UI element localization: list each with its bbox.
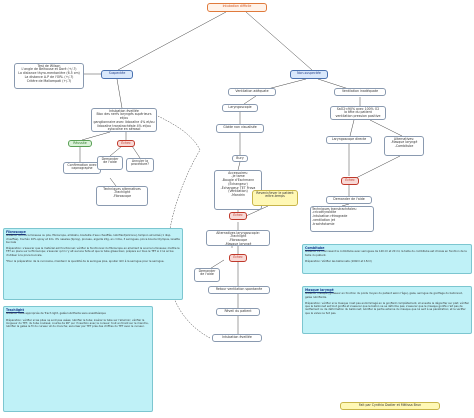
node-awake-intubation-2: Intubation éveillée [212, 334, 262, 342]
node-return-patient: Revenir/lever le patient entre-temps [252, 190, 298, 206]
note-trachlight: Trachlight Matériel: taille appropriée d… [3, 306, 153, 412]
edge-failure-cancel [131, 145, 141, 159]
note-trachlight-text: Matériel: taille appropriée de Trach lig… [6, 312, 149, 329]
node-not-suspected: Non-suspectée [290, 70, 328, 79]
edge-dashed-return-loop [149, 111, 211, 339]
node-tests: Test de Wilson L'angle de Belhouse et Do… [14, 63, 84, 89]
node-success: Réussite [68, 140, 92, 147]
node-transthoracic: Techniques transtrachéales: -cricothyroï… [310, 206, 374, 232]
node-failure: Échec [117, 140, 135, 147]
edge-failure-help [109, 145, 123, 157]
note-combitube-title: Combitube [305, 245, 325, 250]
note-fibroscope: Fibroscope Matériel: source lumineuse ou… [3, 228, 183, 300]
node-alt-techniques: Techniques alternatives -Trachlight -Fib… [96, 186, 148, 206]
node-echec-mid: Échec [229, 212, 247, 220]
note-masque-title: Masque laryngé [305, 287, 334, 292]
node-wake-patient: Réveil du patient [216, 308, 260, 316]
node-cancel: Annuler la procédure? [126, 158, 154, 172]
node-glottis: Glotte non visualisée [216, 124, 264, 133]
node-ask-help-3: Demander de l'aide [326, 196, 372, 204]
node-root: Intubation difficile [207, 3, 267, 12]
edge-help-alt [109, 177, 117, 187]
edge-spo2-direct [349, 119, 355, 137]
node-bury: Bury [232, 155, 248, 162]
edge-root-not-suspected [245, 11, 313, 71]
edge-bury-accessories [237, 161, 241, 171]
node-echec-right: Échec [341, 177, 359, 185]
edge-alt-echec [355, 155, 401, 179]
node-direct-laryng: Laryngoscope directe [326, 136, 372, 144]
edge-spo2-alternatives [369, 119, 403, 137]
note-combitube-text: Matériel: kit fournissant le combitube a… [305, 250, 467, 263]
node-ask-help-2: Demander de l'aide [194, 268, 220, 282]
node-laryngoscope: Laryngoscopie [222, 104, 258, 112]
node-inadequate-vent: Ventilation inadéquate [334, 88, 386, 96]
node-ask-help: Demander de l'aide [97, 156, 123, 170]
edge-suspected-awake [116, 78, 123, 109]
node-confirm: Confirmation avec capnographe [63, 162, 101, 174]
node-alt-laryngo: Alternatives laryngoscopie: -Trachlight … [206, 230, 270, 246]
node-alternatives: Alternatives: -Masque laryngé -Combitube [384, 136, 424, 156]
edge-help3-trans [341, 203, 350, 207]
edge-root-suspected [117, 11, 227, 71]
edge-awake-success [81, 131, 111, 141]
credits-label: Fait par Cynthia Dodier et Mélissa Brun [340, 402, 440, 410]
node-awake-intubation: Intubation éveillée Bloc des nerfs laryn… [91, 108, 157, 132]
edge-adequate-laryng [243, 95, 257, 105]
note-masque-text: Matériel: masque (grosseur en fonction d… [305, 292, 469, 315]
node-echec-low: Échec [229, 254, 247, 262]
note-trachlight-title: Trachlight [6, 307, 24, 312]
note-fibroscope-title: Fibroscope [6, 229, 26, 234]
node-spo2: SaO2<90% avec 100% O2 la tête du patient… [330, 106, 386, 120]
note-fibroscope-text: Matériel: source lumineuse ou pile, fibr… [6, 234, 180, 263]
note-combitube: Combitube Matériel: kit fournissant le c… [302, 244, 472, 274]
node-suspected: Suspectée [101, 70, 133, 79]
edge-echec-return [245, 205, 269, 217]
note-masque: Masque laryngé Matériel: masque (grosseu… [302, 286, 472, 334]
node-adequate-vent: Ventilation adéquate [228, 88, 276, 96]
node-spont-vent: Retour ventilation spontanée [208, 286, 270, 294]
